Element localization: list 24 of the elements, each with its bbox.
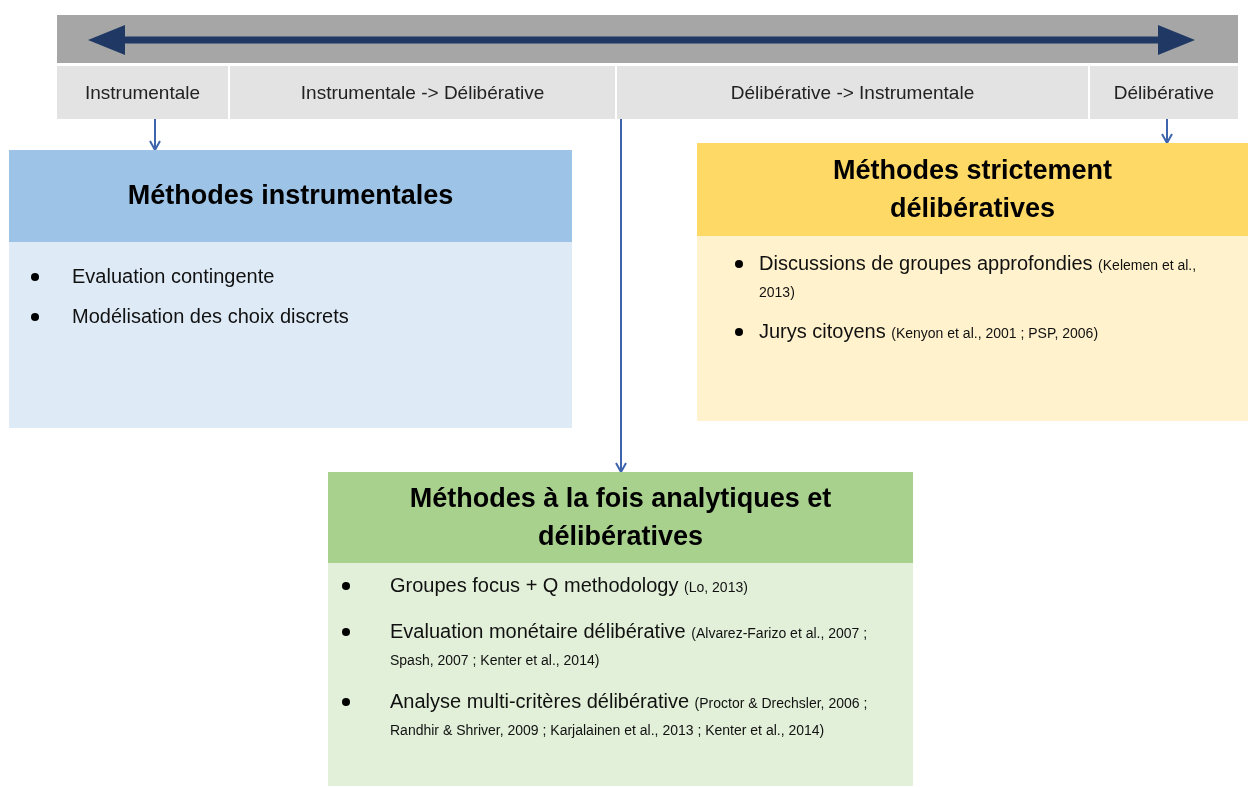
scale-cell (57, 66, 228, 119)
scale-label: Instrumentale (84, 81, 201, 104)
card-title: Méthodes instrumentales (126, 179, 455, 213)
scale-label: Délibérative -> Instrumentale (730, 81, 975, 104)
scale-cell (617, 66, 1088, 119)
arrow (1161, 118, 1173, 144)
scale-cell (230, 66, 615, 119)
method-card (328, 472, 913, 786)
method-card (9, 150, 572, 428)
arrow (615, 118, 627, 473)
method-card (697, 143, 1248, 421)
arrow (149, 118, 161, 151)
card-title: Méthodes à la fois analytiques et délibératives (408, 481, 833, 553)
list-item: Evaluation contingente (72, 264, 276, 289)
list-item: Modélisation des choix discrets (72, 304, 350, 329)
list-item: Evaluation monétaire délibérative (Alvarez-Farizo et al., 2007 ; Spash, 2007 ; Kenter et al., 2014) (390, 619, 869, 670)
card-title: Méthodes strictement délibératives (831, 153, 1114, 225)
list-item: Jurys citoyens (Kenyon et al., 2001 ; PSP, 2006) (759, 319, 1100, 344)
list-item: Analyse multi-critères délibérative (Proctor & Drechsler, 2006 ; Randhir & Shriver, 2009 ; Karjalainen et al., 2013 ; Kenter et al., 2014) (390, 689, 869, 740)
scale-cell (1090, 66, 1238, 119)
list-item: Discussions de groupes approfondies (Kelemen et al., 2013) (759, 251, 1198, 302)
scale-label: Instrumentale -> Délibérative (300, 81, 545, 104)
scale-label: Délibérative (1113, 81, 1215, 104)
list-item: Groupes focus + Q methodology (Lo, 2013) (390, 573, 749, 598)
